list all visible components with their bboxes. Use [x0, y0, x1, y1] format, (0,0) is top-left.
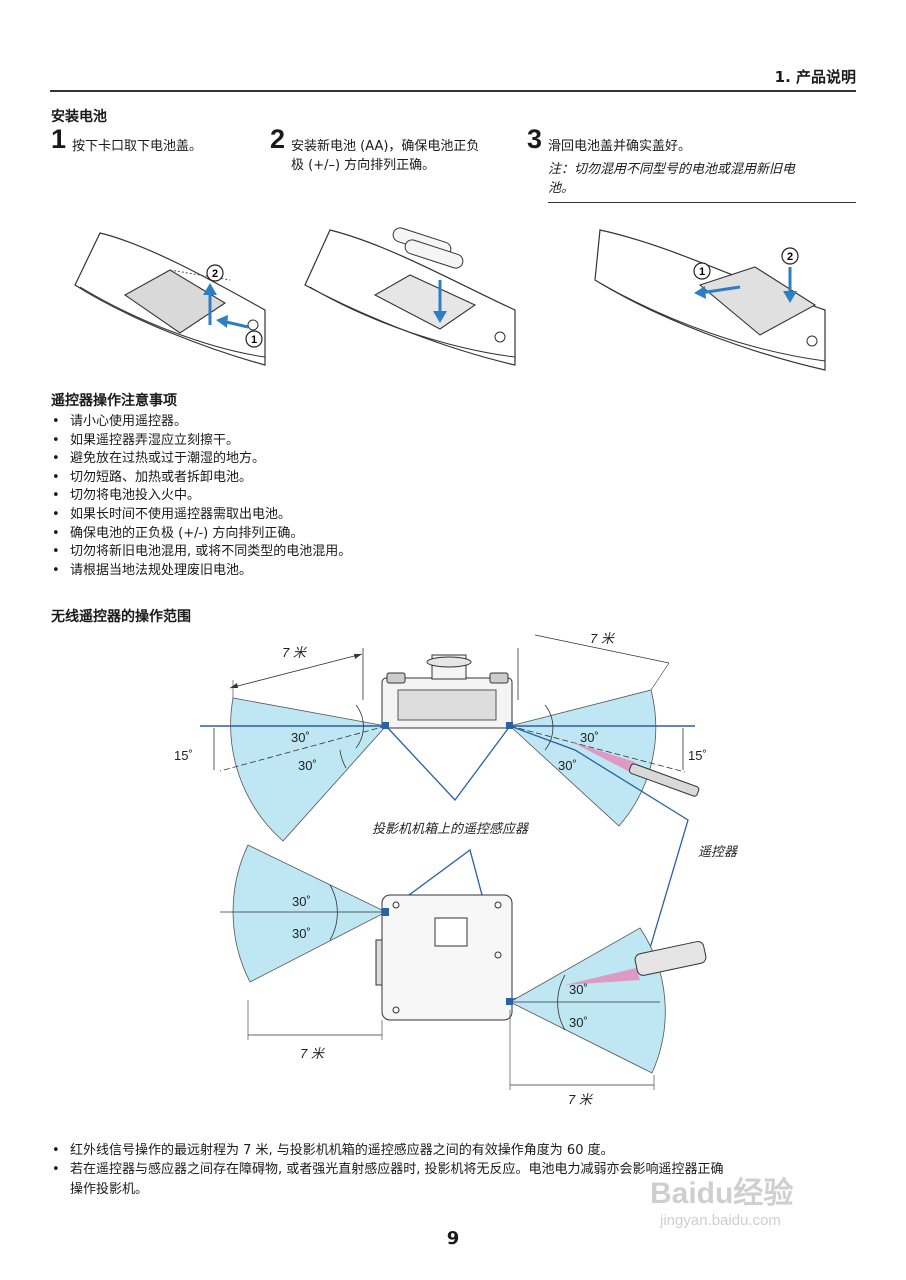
- list-item: 如果长时间不使用遥控器需取出电池。: [50, 506, 850, 525]
- list-item: 切勿将电池投入火中。: [50, 487, 850, 506]
- note-line2: 池。: [548, 181, 575, 196]
- step-2-text-line1: 安装新电池 (AA)，确保电池正负: [291, 139, 480, 154]
- dim-label-bottom-left: 7 米: [300, 1046, 326, 1061]
- step-3-illustration: 1 2: [594, 229, 826, 371]
- step-3-number: 3: [527, 124, 543, 154]
- step-1-text: 按下卡口取下电池盖。: [72, 139, 203, 154]
- projector-side: [381, 894, 513, 1021]
- remote-label: 遥控器: [698, 844, 738, 859]
- note-line1: 注：切勿混用不同型号的电池或混用新旧电: [548, 162, 796, 177]
- step-3-text: 滑回电池盖并确实盖好。: [548, 139, 692, 154]
- angle-label: 30˚: [291, 730, 310, 745]
- marker-2: 2: [212, 268, 218, 280]
- remote-bottom: [634, 941, 707, 976]
- watermark-url: jingyan.baidu.com: [660, 1212, 781, 1229]
- marker-1: 1: [251, 334, 257, 346]
- precautions-heading: 遥控器操作注意事项: [51, 393, 177, 409]
- step-2-text-line2: 极 (+/–) 方向排列正确。: [291, 158, 436, 173]
- angle-label: 30˚: [298, 758, 317, 773]
- range-heading: 无线遥控器的操作范围: [51, 609, 191, 625]
- cone-top-right: [509, 689, 657, 827]
- list-item: 切勿将新旧电池混用, 或将不同类型的电池混用。: [50, 543, 850, 562]
- remote-top: [628, 763, 700, 797]
- footer-notes: 红外线信号操作的最远射程为 7 米, 与投影机机箱的遥控感应器之间的有效操作角度…: [50, 1142, 860, 1179]
- marker-1: 1: [699, 266, 705, 278]
- angle-label: 30˚: [569, 982, 588, 997]
- cone-bottom-left: [232, 844, 387, 983]
- step-1-number: 1: [51, 124, 67, 154]
- list-item: 避免放在过热或过于潮湿的地方。: [50, 450, 850, 469]
- page-number: 9: [446, 1228, 460, 1249]
- footer-note-continuation: 操作投影机。: [70, 1182, 149, 1197]
- chapter-title: 1. 产品说明: [774, 68, 856, 86]
- dim-label-bottom-right: 7 米: [568, 1092, 594, 1107]
- list-item: 如果遥控器弄湿应立刻擦干。: [50, 432, 850, 451]
- angle-label: 30˚: [558, 758, 577, 773]
- dim-label-top-left: 7 米: [282, 645, 308, 660]
- header-rule: [50, 90, 856, 92]
- list-item: 切勿短路、加热或者拆卸电池。: [50, 469, 850, 488]
- step-2-number: 2: [270, 124, 286, 154]
- sensor-label: 投影机机箱上的遥控感应器: [372, 821, 529, 836]
- angle-label: 30˚: [569, 1015, 588, 1030]
- marker-2: 2: [787, 251, 793, 263]
- angle-label: 30˚: [292, 894, 311, 909]
- cone-top-left: [230, 697, 387, 842]
- step-1-illustration: 2 1: [74, 232, 266, 366]
- note-rule: [548, 202, 856, 203]
- list-item: 请小心使用遥控器。: [50, 413, 850, 432]
- list-item: 红外线信号操作的最远射程为 7 米, 与投影机机箱的遥控感应器之间的有效操作角度…: [50, 1142, 860, 1161]
- angle-label-15: 15˚: [174, 748, 193, 763]
- angle-label-15: 15˚: [688, 748, 707, 763]
- precautions-list: 请小心使用遥控器。 如果遥控器弄湿应立刻擦干。 避免放在过热或过于潮湿的地方。 …: [50, 413, 850, 580]
- watermark-brand: Baidu经验: [650, 1177, 794, 1210]
- step-2-illustration: [304, 227, 516, 366]
- cone-bottom-right: [509, 927, 666, 1074]
- list-item: 若在遥控器与感应器之间存在障碍物, 或者强光直射感应器时, 投影机将无反应。电池…: [50, 1161, 860, 1180]
- list-item: 确保电池的正负极 (+/-) 方向排列正确。: [50, 525, 850, 544]
- list-item: 请根据当地法规处理废旧电池。: [50, 562, 850, 581]
- angle-label: 30˚: [580, 730, 599, 745]
- install-heading: 安装电池: [51, 109, 107, 125]
- angle-label: 30˚: [292, 926, 311, 941]
- dim-label-top-right: 7 米: [590, 631, 616, 646]
